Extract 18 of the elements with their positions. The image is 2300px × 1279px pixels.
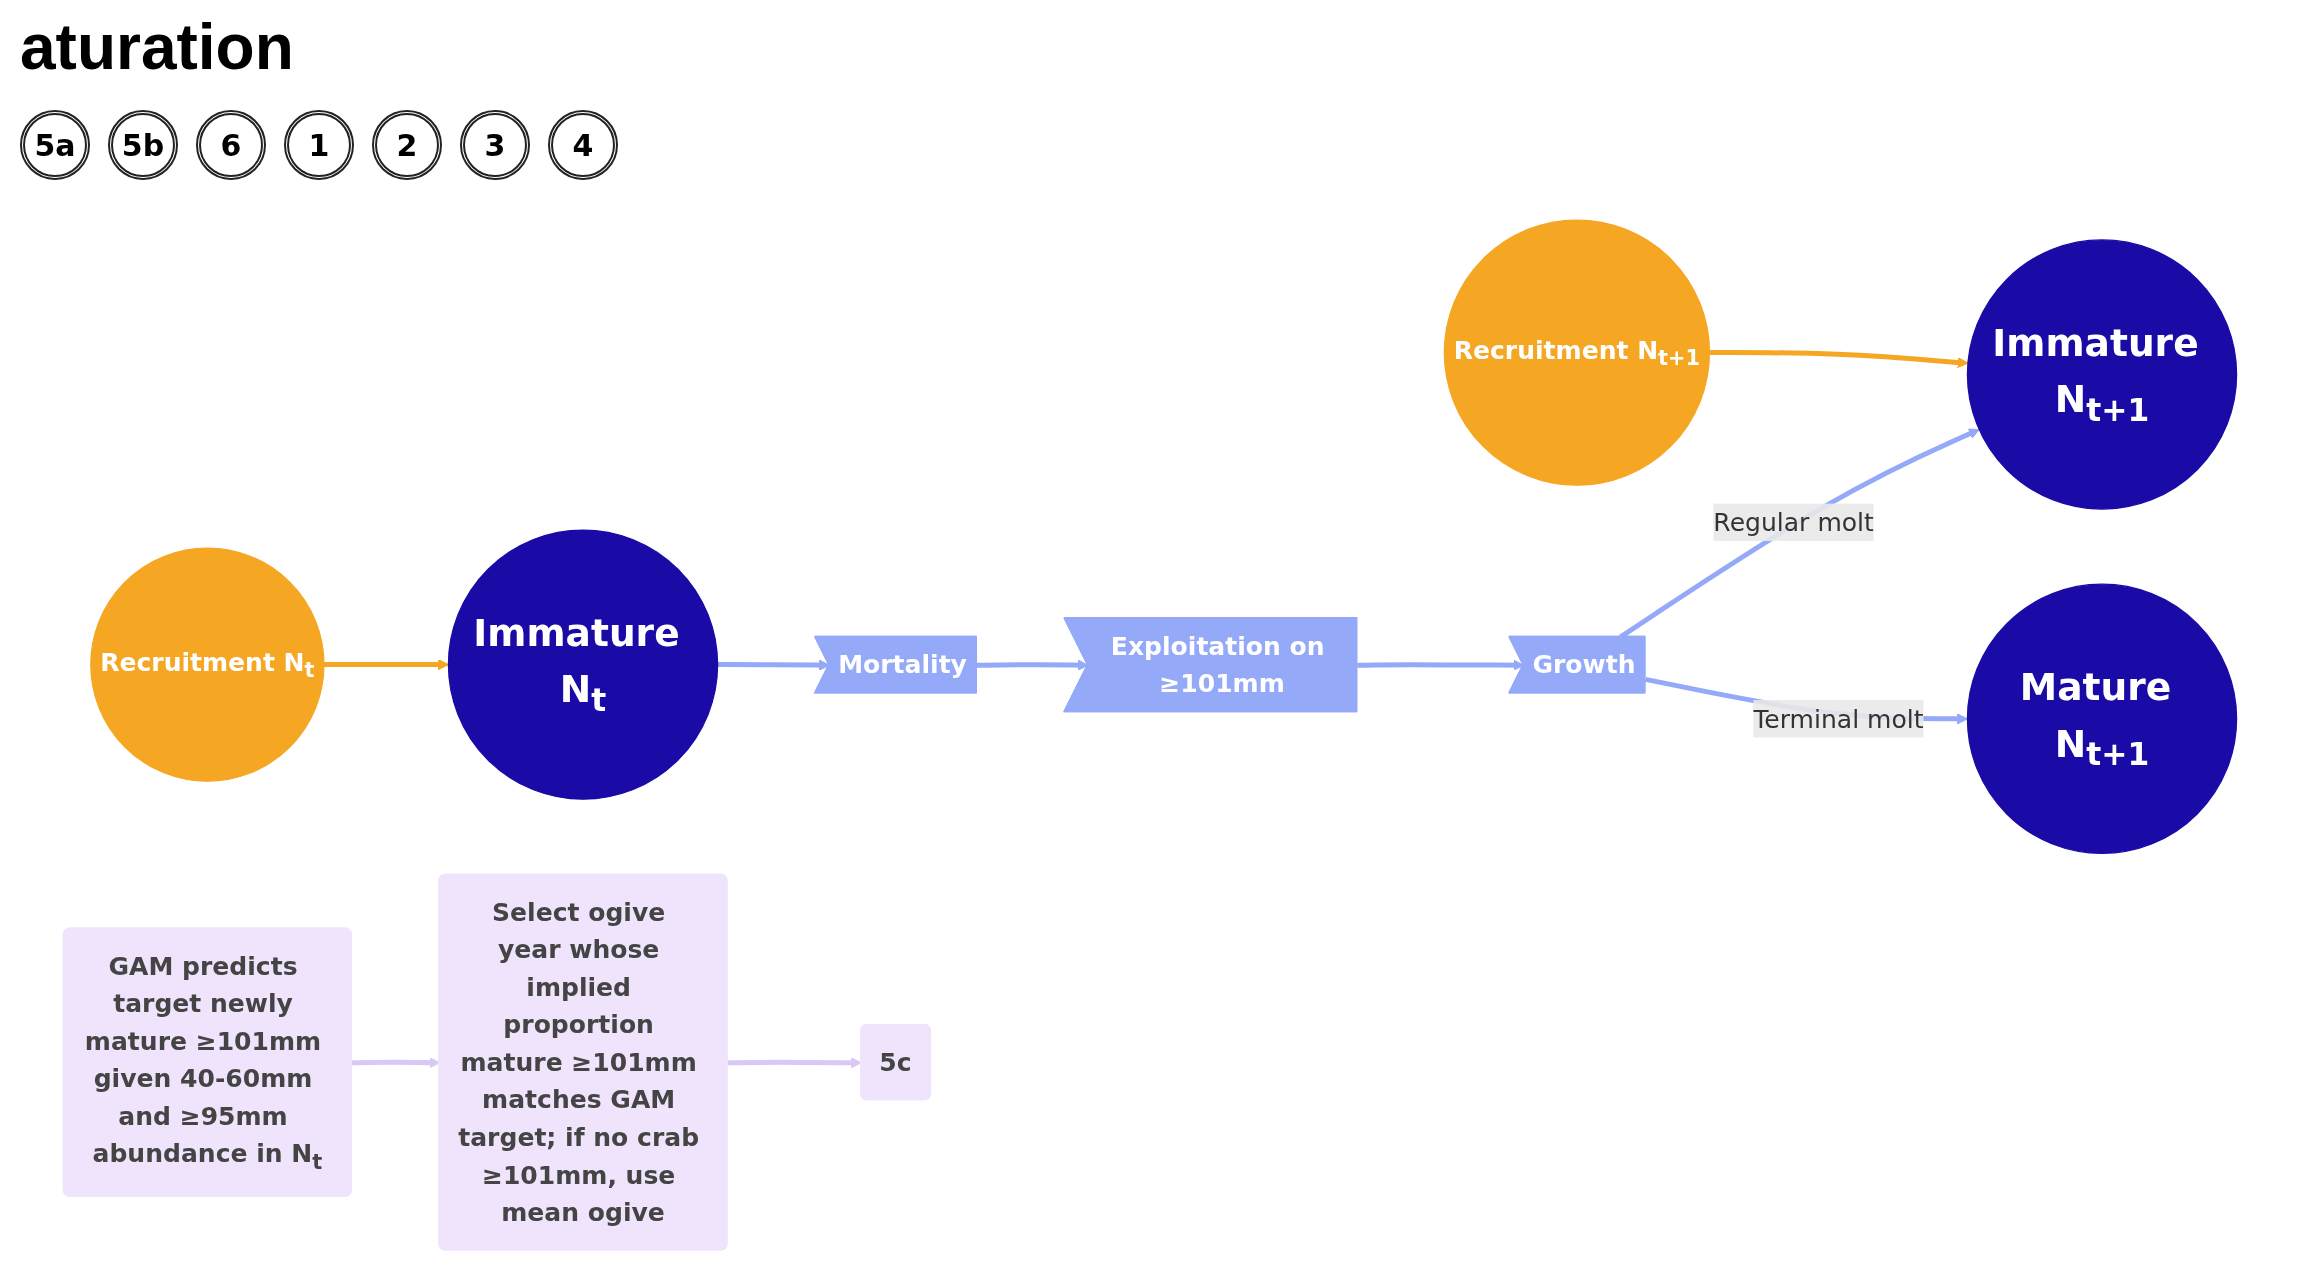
title: aturation [20,10,294,84]
callout-number: 5a [20,110,90,180]
edge-label: Terminal molt [1753,703,1924,734]
callout-number: 5b [108,110,178,180]
node-circle: Recruitment N$_{t}$ [90,547,325,782]
edge-label: Regular molt [1713,507,1874,538]
callout-number: 1 [284,110,354,180]
callout-number: 3 [460,110,530,180]
arrow [717,659,830,671]
node-circle: Immature N$_{t}$ [447,529,719,800]
arrow [1709,350,1969,368]
callout-number: 6 [196,110,266,180]
arrow [323,659,449,671]
node-circle: Mature N$_{t+1}$ [1966,583,2238,855]
callout-number: 4 [548,110,618,180]
callout-number: 2 [372,110,442,180]
node-circle: Recruitment N$_{t+1}$ [1443,219,1711,486]
node-circle: Immature N$_{t+1}$ [1966,239,2238,510]
